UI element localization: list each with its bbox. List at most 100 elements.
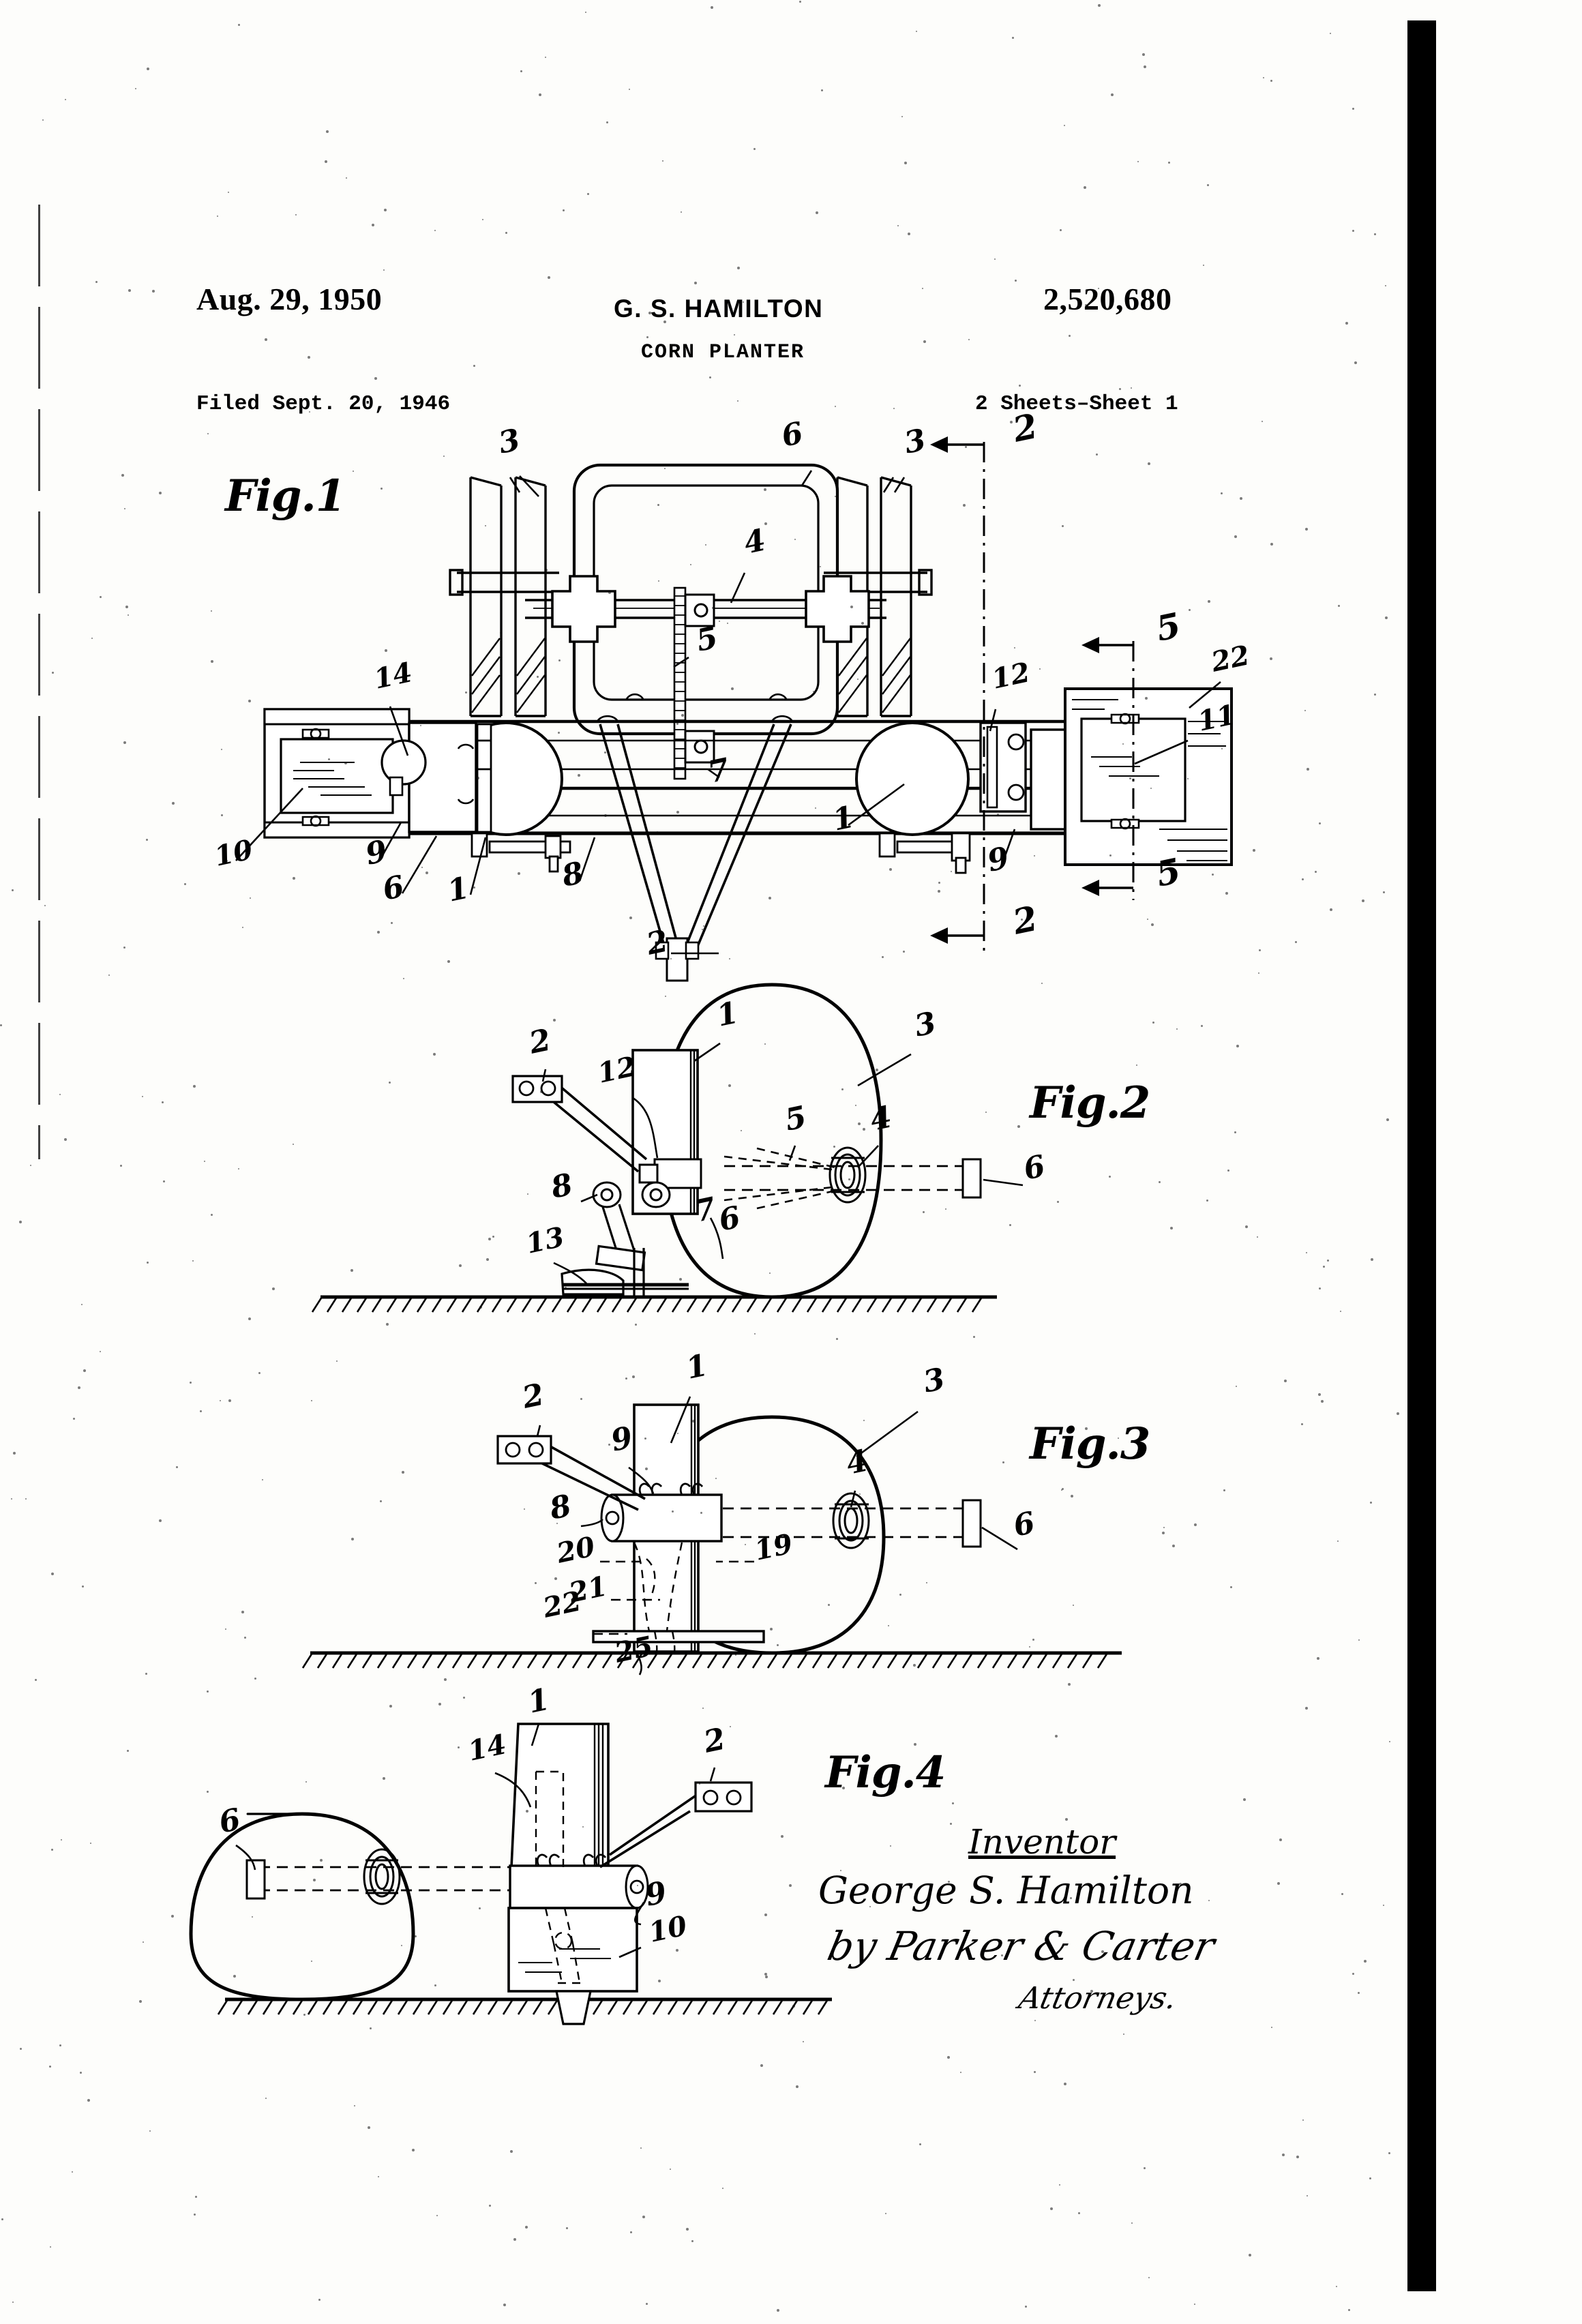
reference-numeral-fig3-25: 25 — [611, 1630, 655, 1669]
section-marker-fig1-5: 5 — [1152, 605, 1184, 649]
reference-numeral-fig1-6: 6 — [380, 869, 408, 908]
reference-numeral-fig2-5: 5 — [782, 1100, 810, 1138]
scan-black-bar — [1407, 20, 1436, 2291]
reference-numeral-fig2-1: 1 — [714, 996, 742, 1034]
reference-numeral-fig1-14: 14 — [371, 656, 415, 696]
reference-numeral-fig1-3: 3 — [496, 423, 524, 461]
reference-numeral-fig4-9: 9 — [642, 1875, 670, 1913]
reference-numeral-fig4-10: 10 — [646, 1909, 689, 1949]
reference-numeral-fig3-2: 2 — [519, 1377, 548, 1416]
fig1-press-wheel-right — [855, 721, 970, 836]
reference-numeral-fig4-2: 2 — [700, 1722, 729, 1760]
fig3-base-plate-22 — [592, 1630, 765, 1643]
fig4-axle-6 — [259, 1866, 546, 1892]
fig4-disc-wheel — [189, 1812, 415, 2001]
reference-numeral-fig1-8: 8 — [558, 856, 587, 894]
reference-numeral-fig1-1: 1 — [445, 871, 473, 909]
figure-caption-fig1: Fig.1 — [225, 471, 346, 522]
filing-date: Filed Sept. 20, 1946 — [196, 392, 451, 416]
fig2-seed-chute-5 — [723, 1147, 838, 1210]
reference-numeral-fig3-20: 20 — [553, 1530, 597, 1570]
reference-numeral-fig2-7: 7 — [691, 1191, 719, 1229]
figure-caption-fig3: Fig.3 — [1030, 1418, 1150, 1470]
reference-numeral-fig2-2: 2 — [526, 1023, 554, 1061]
patent-date: Aug. 29, 1950 — [196, 282, 383, 316]
reference-numeral-fig3-8: 8 — [546, 1489, 575, 1527]
patent-number: 2,520,680 — [1043, 282, 1172, 316]
reference-numeral-fig2-13: 13 — [523, 1221, 567, 1260]
reference-numeral-fig1-10: 10 — [211, 833, 255, 873]
fig2-ground-line — [311, 1295, 997, 1313]
fig2-hub-4 — [829, 1146, 867, 1204]
signature-inventor-name: George S. Hamilton — [818, 1868, 1194, 1912]
fig1-right-end-unit — [979, 687, 1233, 866]
inventor-name-caps: G. S. HAMILTON — [614, 295, 824, 323]
signature-inventor-word: Inventor — [968, 1822, 1116, 1862]
scan-edge-artifact — [38, 205, 40, 1159]
fig4-sleeve — [509, 1864, 649, 1909]
fig1-hopper-frame-6 — [572, 463, 839, 736]
reference-numeral-fig1-2: 2 — [643, 924, 672, 962]
figure-4-drawing — [189, 1723, 832, 2025]
reference-numeral-fig4-14: 14 — [465, 1728, 509, 1768]
reference-numeral-fig2-6: 6 — [1021, 1149, 1049, 1187]
fig3-leader-lines — [536, 1396, 1018, 1675]
fig3-hub-4 — [832, 1492, 870, 1549]
fig3-link-arm-2 — [496, 1435, 646, 1511]
figure-1-drawing — [235, 436, 1233, 982]
reference-numeral-fig3-21: 21 — [565, 1570, 610, 1609]
reference-numeral-fig2-6: 6 — [716, 1200, 744, 1238]
figure-3-drawing — [301, 1396, 1122, 1675]
reference-numeral-fig3-22: 22 — [539, 1585, 584, 1624]
reference-numeral-fig4-6: 6 — [216, 1802, 244, 1841]
reference-numeral-fig1-6: 6 — [779, 416, 807, 454]
reference-numeral-fig1-3: 3 — [901, 423, 929, 461]
fig4-clips-9 — [536, 1853, 607, 1866]
reference-numeral-fig2-12: 12 — [595, 1050, 638, 1090]
fig4-hub — [363, 1848, 401, 1905]
fig2-lower-arm-13 — [561, 1204, 689, 1296]
fig2-leader-lines — [541, 1042, 1024, 1284]
figure-caption-fig2: Fig.2 — [1030, 1077, 1150, 1129]
figure-caption-fig4: Fig.4 — [825, 1747, 946, 1798]
fig1-rack-rod-5 — [673, 586, 715, 780]
fig1-runner-left — [449, 476, 559, 717]
patent-title: CORN PLANTER — [641, 341, 805, 364]
reference-numeral-fig2-4: 4 — [867, 1100, 895, 1138]
fig2-axle-6 — [724, 1165, 963, 1191]
fig2-link-arm-2 — [511, 1075, 648, 1173]
fig3-axle-6 — [723, 1507, 963, 1538]
reference-numeral-fig4-1: 1 — [525, 1682, 553, 1720]
fig4-ground-line — [217, 1997, 832, 2015]
fig1-cross-shaft-4 — [525, 575, 886, 643]
fig4-lower-box-10 — [507, 1907, 638, 2025]
fig1-left-coupler — [476, 723, 492, 833]
reference-numeral-fig3-6: 6 — [1011, 1506, 1039, 1544]
reference-numeral-fig1-5: 5 — [693, 621, 721, 659]
fig1-section-line-5 — [1081, 637, 1135, 900]
fig3-ground-line — [301, 1651, 1122, 1669]
fig1-left-end-unit — [263, 708, 477, 839]
fig1-clamp-assemblies — [471, 832, 971, 874]
sheet-count: 2 Sheets–Sheet 1 — [975, 392, 1178, 416]
reference-numeral-fig1-22: 22 — [1208, 639, 1252, 679]
fig4-link-arm-2 — [599, 1781, 753, 1868]
fig4-shank-1 — [510, 1723, 610, 1868]
reference-numeral-fig1-7: 7 — [705, 751, 733, 790]
reference-numeral-fig1-11: 11 — [1195, 698, 1238, 738]
reference-numeral-fig3-9: 9 — [608, 1420, 636, 1459]
reference-numeral-fig1-12: 12 — [989, 656, 1032, 696]
fig3-seed-path — [633, 1542, 683, 1659]
fig4-leader-lines — [235, 1723, 716, 1958]
fig3-cross-sleeve-8 — [600, 1493, 723, 1543]
reference-numeral-fig2-8: 8 — [548, 1167, 576, 1206]
reference-numeral-fig2-3: 3 — [912, 1006, 940, 1044]
reference-numeral-fig1-9: 9 — [363, 834, 391, 872]
fig1-leader-lines — [235, 470, 1221, 955]
reference-numeral-fig3-1: 1 — [683, 1348, 711, 1386]
fig4-internal-dashed — [535, 1770, 582, 1984]
reference-numeral-fig1-4: 4 — [741, 523, 769, 561]
fig1-v-brace — [596, 715, 794, 982]
